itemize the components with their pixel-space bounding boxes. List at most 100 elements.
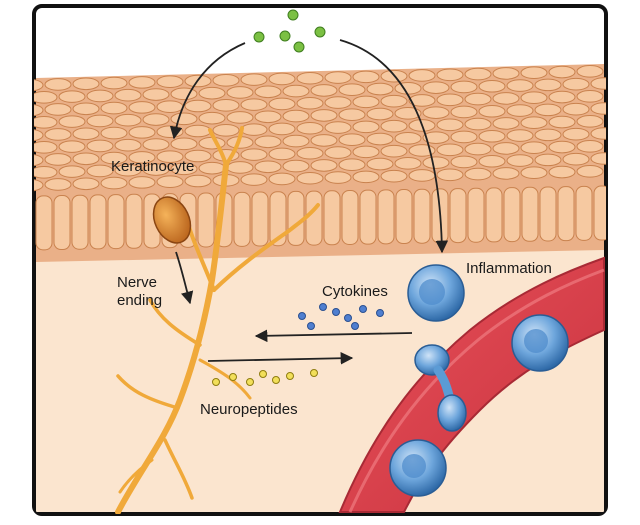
epidermal-cell	[436, 168, 464, 182]
basal-cell	[197, 192, 215, 248]
epidermal-cell	[464, 167, 492, 181]
epidermal-cell	[240, 123, 268, 136]
epidermal-cell	[100, 176, 128, 190]
epidermal-cell	[338, 83, 366, 97]
basal-cell	[71, 194, 89, 250]
epidermal-cell	[226, 86, 254, 99]
epidermal-cell	[44, 103, 72, 116]
epidermal-cell	[72, 152, 100, 166]
epidermal-cell	[128, 101, 156, 114]
epidermal-cell	[492, 167, 520, 180]
epidermal-cell	[506, 129, 534, 142]
epidermal-cell	[184, 99, 212, 113]
epidermal-cell	[34, 141, 58, 154]
epidermal-cell	[86, 114, 114, 128]
keratinocyte-label: Keratinocyte	[111, 158, 194, 175]
upper-cell-layer	[34, 65, 606, 192]
epidermal-cell	[254, 160, 282, 174]
epidermal-cell	[324, 121, 352, 134]
epidermal-cell	[282, 159, 310, 173]
nerve-label-line1: Nerve	[117, 274, 157, 291]
epidermal-cell	[338, 158, 366, 172]
epidermal-cell	[338, 133, 366, 147]
epidermal-cell	[450, 105, 478, 119]
epidermal-cell	[198, 86, 226, 100]
basal-cell	[35, 195, 53, 251]
epidermal-cell	[520, 116, 548, 130]
basal-cell	[251, 191, 269, 247]
epidermal-cell	[34, 153, 44, 167]
arrow-to-keratinocyte	[169, 42, 246, 140]
epidermal-cell	[548, 115, 576, 129]
epidermal-cell	[142, 163, 170, 176]
epidermal-cell	[366, 157, 394, 171]
basal-cell-layer	[35, 185, 606, 251]
epidermal-cell	[324, 146, 352, 159]
epidermal-cell	[34, 78, 44, 92]
basal-cell	[593, 185, 606, 241]
epidermal-cell	[422, 81, 450, 94]
epidermal-cell	[156, 150, 184, 163]
epidermal-cell	[114, 88, 142, 102]
epidermal-cell	[394, 107, 422, 120]
basal-cell	[269, 191, 287, 247]
epidermal-cell	[184, 124, 212, 138]
epidermal-cell	[576, 140, 604, 153]
epidermal-cell	[534, 128, 562, 142]
neuropeptide-particles	[212, 369, 318, 386]
epidermal-cell	[492, 142, 520, 155]
epidermal-cell	[72, 127, 100, 141]
epidermal-cell	[58, 90, 86, 103]
epidermal-cell	[422, 106, 450, 119]
basal-cell	[467, 187, 485, 243]
epidermal-cell	[142, 138, 170, 151]
epidermal-cell	[268, 122, 296, 136]
basal-cell	[107, 194, 125, 250]
epidermal-cell	[548, 165, 576, 179]
epidermal-cell	[520, 141, 548, 155]
basal-cell	[395, 189, 413, 245]
arrows	[169, 39, 449, 365]
epidermal-cell	[562, 102, 590, 116]
epidermal-cell	[436, 118, 464, 132]
epidermal-cell	[86, 89, 114, 103]
epidermal-cell	[310, 109, 338, 122]
epidermal-cell	[352, 145, 380, 159]
epidermal-cell	[282, 134, 310, 148]
epidermal-cell	[324, 96, 352, 109]
epidermal-cell	[366, 82, 394, 96]
epidermal-cell	[338, 108, 366, 122]
epidermal-cell	[380, 144, 408, 158]
basal-cell	[485, 187, 503, 243]
epidermal-cell	[464, 117, 492, 131]
epidermal-cell	[492, 117, 520, 130]
epidermal-cell	[170, 137, 198, 151]
epidermal-cell	[212, 99, 240, 112]
arrow-to-inflammation	[339, 39, 449, 254]
epidermal-cell	[156, 100, 184, 113]
epidermal-cell	[170, 87, 198, 101]
epidermal-cell	[478, 104, 506, 118]
epidermal-cell	[296, 146, 324, 160]
epidermal-cell	[86, 164, 114, 178]
epidermal-cell	[240, 98, 268, 111]
epidermal-cell	[268, 72, 296, 86]
epidermal-cell	[34, 166, 58, 179]
epidermal-cell	[240, 73, 268, 86]
basal-cell	[539, 186, 557, 242]
epidermal-cell	[156, 175, 184, 188]
epidermal-cell	[100, 76, 128, 90]
epidermal-cell	[548, 140, 576, 154]
epidermal-cell	[562, 152, 590, 166]
epidermal-cell	[44, 78, 72, 91]
epidermal-cell	[310, 84, 338, 97]
epidermal-cell	[492, 67, 520, 80]
epidermal-cell	[212, 74, 240, 87]
basal-cell	[341, 189, 359, 245]
epidermal-cell	[170, 112, 198, 126]
arrow-to-nerve-ending	[175, 251, 194, 305]
epidermal-cell	[450, 80, 478, 94]
epidermal-cell	[44, 153, 72, 166]
epidermal-cell	[100, 126, 128, 140]
